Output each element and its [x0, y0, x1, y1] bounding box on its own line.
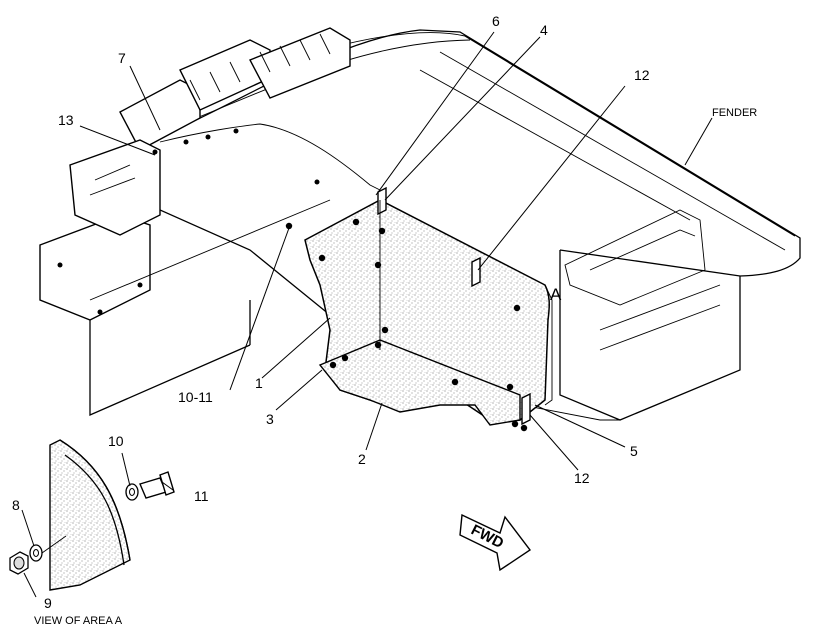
- leader-lines: [21, 31, 713, 598]
- fender-assembly: [39, 27, 801, 421]
- forward-arrow-icon: FWD: [459, 513, 532, 572]
- callout-10: 10: [108, 433, 124, 449]
- callout-2: 2: [358, 451, 366, 467]
- callout-4: 4: [540, 22, 548, 38]
- fender-label: FENDER: [712, 107, 757, 119]
- callout-9: 9: [44, 595, 52, 611]
- view-of-area-a-label: VIEW OF AREA A: [34, 615, 123, 627]
- callout-10-11: 10-11: [178, 389, 213, 405]
- callout-12-top: 12: [634, 67, 650, 83]
- callout-7: 7: [118, 50, 126, 66]
- callout-8: 8: [12, 497, 20, 513]
- area-a-marker: A: [550, 285, 562, 304]
- callout-5: 5: [630, 443, 638, 459]
- callout-labels: 6 4 7 12 13 FENDER A 1 10-11 3 2 5 12 10…: [12, 13, 757, 627]
- guard-panel: [285, 186, 553, 432]
- callout-11: 11: [194, 488, 209, 504]
- detail-view-area-a: [9, 439, 175, 591]
- callout-6: 6: [492, 13, 500, 29]
- callout-1: 1: [255, 375, 263, 391]
- callout-3: 3: [266, 411, 274, 427]
- callout-12-bottom: 12: [574, 470, 590, 486]
- callout-13: 13: [58, 112, 74, 128]
